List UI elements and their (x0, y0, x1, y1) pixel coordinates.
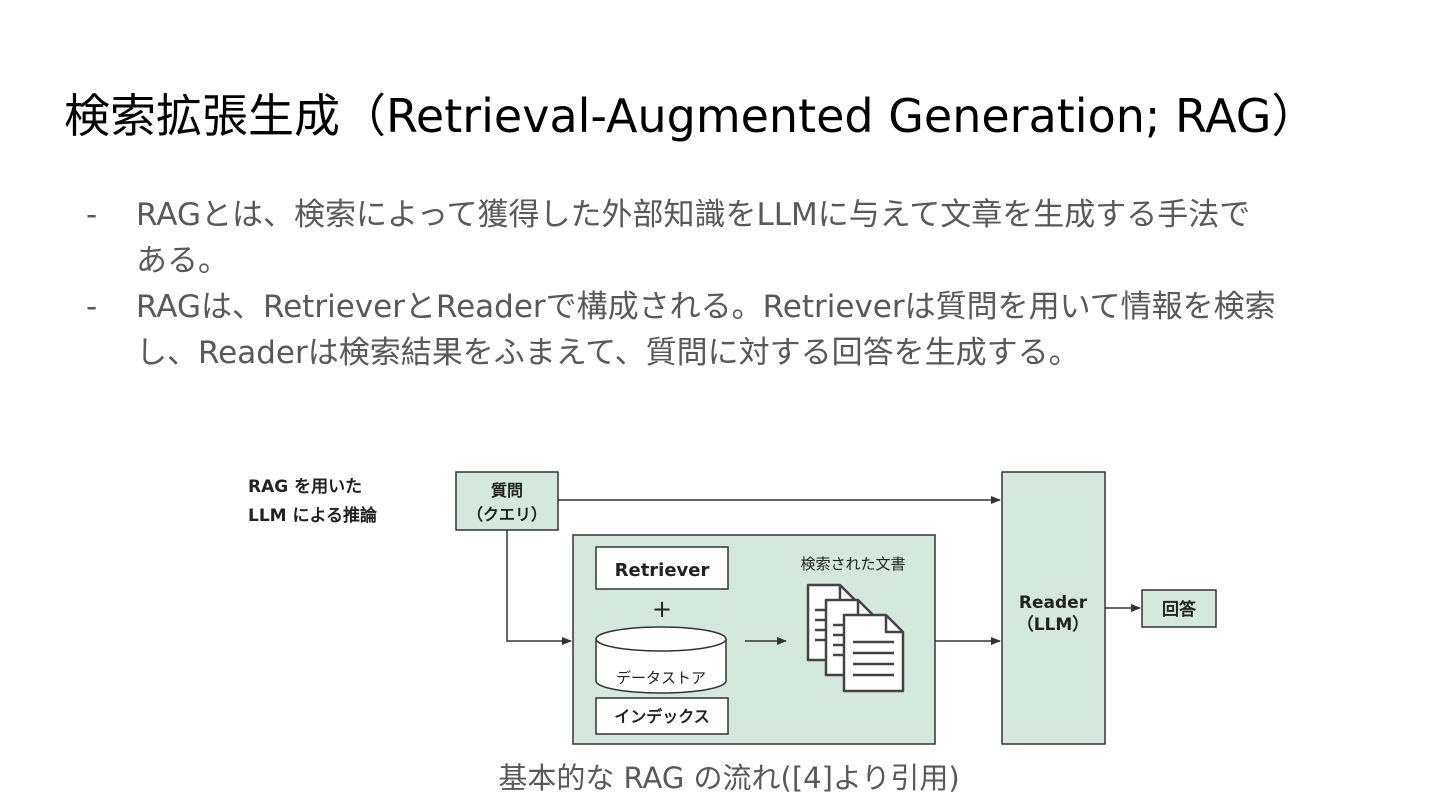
bullet-line: し、Readerは検索結果をふまえて、質問に対する回答を生成する。 (136, 335, 1080, 371)
datastore-cylinder-icon (595, 626, 727, 694)
bullet-line: ある。 (136, 243, 229, 279)
bullet-text: RAGとは、検索によって獲得した外部知識をLLMに与えて文章を生成する手法で あ… (136, 192, 1376, 284)
reader-label-line: （LLM） (1017, 614, 1090, 635)
diagram-heading-line: RAG を用いた (248, 477, 362, 497)
bullet-marker: - (86, 197, 98, 233)
answer-box (1141, 589, 1217, 628)
plus-sign: + (652, 595, 672, 623)
docs-label: 検索された文書 (800, 555, 905, 573)
query-to-retrieval-arrow (506, 530, 572, 645)
bullet-item: - RAGは、RetrieverとReaderで構成される。Retrieverは… (86, 284, 1376, 376)
bullet-item: - RAGとは、検索によって獲得した外部知識をLLMに与えて文章を生成する手法で… (86, 192, 1376, 284)
documents-icon (806, 583, 905, 693)
index-label: インデックス (614, 707, 710, 726)
query-label-line: （クエリ） (467, 505, 547, 524)
retriever-box (595, 546, 729, 590)
bullet-text: RAGは、RetrieverとReaderで構成される。Retrieverは質問… (136, 284, 1376, 376)
reader-label-line: Reader (1019, 593, 1088, 613)
reader-box (1001, 471, 1106, 745)
answer-label: 回答 (1162, 599, 1197, 620)
query-box (455, 471, 559, 531)
diagram-heading-line: LLM による推論 (248, 505, 378, 526)
retriever-label: Retriever (615, 560, 710, 581)
index-box (595, 697, 729, 735)
bullet-line: RAGは、RetrieverとReaderで構成される。Retrieverは質問… (136, 289, 1276, 325)
figure-caption: 基本的な RAG の流れ([4]より引用) (498, 761, 960, 795)
bullet-line: RAGとは、検索によって獲得した外部知識をLLMに与えて文章を生成する手法で (136, 197, 1251, 233)
slide-title: 検索拡張生成（Retrieval-Augmented Generation; R… (64, 89, 1318, 143)
bullet-marker: - (86, 289, 98, 325)
query-label-line: 質問 (491, 481, 523, 500)
bullet-list: - RAGとは、検索によって獲得した外部知識をLLMに与えて文章を生成する手法で… (86, 192, 1376, 376)
datastore-label: データストア (616, 669, 706, 687)
